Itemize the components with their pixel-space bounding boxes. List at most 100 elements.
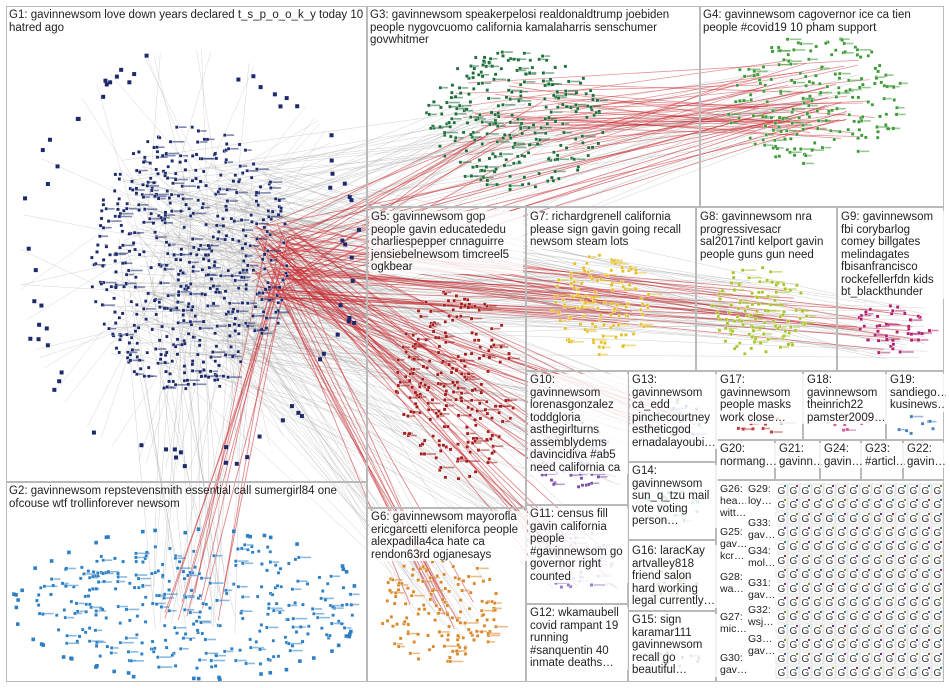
svg-text:G: G (814, 584, 822, 595)
svg-text:G: G (802, 528, 810, 539)
svg-text:G: G (838, 668, 846, 679)
svg-text:G: G (790, 640, 798, 651)
svg-text:G: G (886, 668, 894, 679)
svg-text:G: G (910, 556, 918, 567)
svg-text:G: G (802, 626, 810, 637)
svg-text:G: G (814, 626, 822, 637)
group-label-g1: G1: gavinnewsom love down years declared… (9, 9, 364, 34)
svg-text:G: G (778, 528, 786, 539)
svg-text:G: G (790, 612, 798, 623)
svg-text:G: G (814, 542, 822, 553)
svg-text:G: G (790, 626, 798, 637)
svg-text:G: G (838, 542, 846, 553)
group-label-g22: G22: gavin… (905, 443, 946, 468)
group-label-g17: G17: gavinnewsom people masks work close… (718, 374, 804, 424)
svg-text:G: G (886, 654, 894, 665)
svg-text:G: G (814, 528, 822, 539)
group-label-g31: G31: gav… (746, 577, 777, 601)
svg-text:G: G (862, 668, 870, 679)
svg-text:G: G (886, 570, 894, 581)
svg-text:G: G (814, 556, 822, 567)
svg-text:G: G (814, 640, 822, 651)
group-label-g2: G2: gavinnewsom repstevensmith essential… (9, 485, 337, 510)
svg-text:G: G (850, 514, 858, 525)
svg-text:G: G (910, 570, 918, 581)
svg-text:G: G (886, 500, 894, 511)
svg-text:G: G (850, 626, 858, 637)
svg-text:G: G (922, 598, 930, 609)
svg-text:G: G (814, 612, 822, 623)
svg-text:G: G (862, 612, 870, 623)
svg-text:G: G (934, 514, 942, 525)
group-label-g6: G6: gavinnewsom mayorofla ericgarcetti e… (369, 511, 527, 561)
group-label-g21: G21: gavinn… (777, 443, 822, 468)
svg-text:G: G (850, 598, 858, 609)
svg-text:G: G (886, 626, 894, 637)
svg-text:G: G (802, 542, 810, 553)
svg-text:G: G (934, 556, 942, 567)
group-label-g19: G19: sandiego… kusinews… (888, 374, 946, 412)
group-label-g8: G8: gavinnewsom nra progressivesacr sal2… (698, 211, 836, 261)
svg-text:G: G (922, 500, 930, 511)
svg-text:G: G (862, 514, 870, 525)
svg-text:G: G (850, 640, 858, 651)
svg-text:G: G (838, 654, 846, 665)
svg-text:G: G (802, 640, 810, 651)
svg-text:G: G (814, 514, 822, 525)
group-label-g15: G15: sign karamar111 gavinnewsom recall … (630, 614, 718, 677)
svg-text:G: G (862, 654, 870, 665)
svg-text:G: G (850, 542, 858, 553)
svg-text:G: G (910, 486, 918, 497)
svg-text:G: G (838, 556, 846, 567)
svg-text:G: G (922, 514, 930, 525)
svg-text:G: G (910, 612, 918, 623)
svg-text:G: G (874, 528, 882, 539)
svg-text:G: G (802, 486, 810, 497)
svg-text:G: G (826, 626, 834, 637)
svg-text:G: G (814, 486, 822, 497)
svg-text:G: G (934, 584, 942, 595)
svg-text:G: G (802, 570, 810, 581)
svg-text:G: G (874, 612, 882, 623)
svg-text:G: G (898, 514, 906, 525)
svg-text:G: G (778, 626, 786, 637)
svg-text:G: G (934, 668, 942, 679)
group-label-g3: G3: gavinnewsom speakerpelosi realdonald… (370, 9, 670, 46)
svg-text:G: G (838, 640, 846, 651)
svg-text:G: G (910, 542, 918, 553)
svg-text:G: G (802, 668, 810, 679)
svg-text:G: G (862, 528, 870, 539)
svg-text:G: G (922, 570, 930, 581)
group-label-g33: G33: gav… (746, 517, 777, 541)
svg-text:G: G (898, 556, 906, 567)
svg-text:G: G (910, 640, 918, 651)
svg-text:G: G (898, 542, 906, 553)
svg-text:G: G (934, 500, 942, 511)
svg-text:G: G (874, 500, 882, 511)
group-label-g16: G16: laracKay artvalley818 friend salon … (630, 545, 718, 608)
svg-text:G: G (790, 668, 798, 679)
svg-text:G: G (886, 556, 894, 567)
svg-text:G: G (886, 528, 894, 539)
svg-text:G: G (790, 514, 798, 525)
svg-text:G: G (802, 584, 810, 595)
svg-text:G: G (910, 584, 918, 595)
svg-text:G: G (778, 570, 786, 581)
svg-text:G: G (862, 640, 870, 651)
svg-text:G: G (826, 486, 834, 497)
group-label-g34: G34: mol… (746, 545, 777, 569)
svg-text:G: G (838, 612, 846, 623)
svg-text:G: G (898, 668, 906, 679)
svg-text:G: G (778, 486, 786, 497)
group-label-g11: G11: census fill gavin california people… (528, 508, 628, 583)
group-label-g27: G27: mic… (718, 611, 747, 635)
svg-text:G: G (898, 626, 906, 637)
svg-text:G: G (886, 584, 894, 595)
svg-text:G: G (934, 542, 942, 553)
svg-text:G: G (826, 556, 834, 567)
svg-text:G: G (922, 654, 930, 665)
svg-text:G: G (802, 654, 810, 665)
group-label-g29: G29: loy… (746, 483, 777, 507)
